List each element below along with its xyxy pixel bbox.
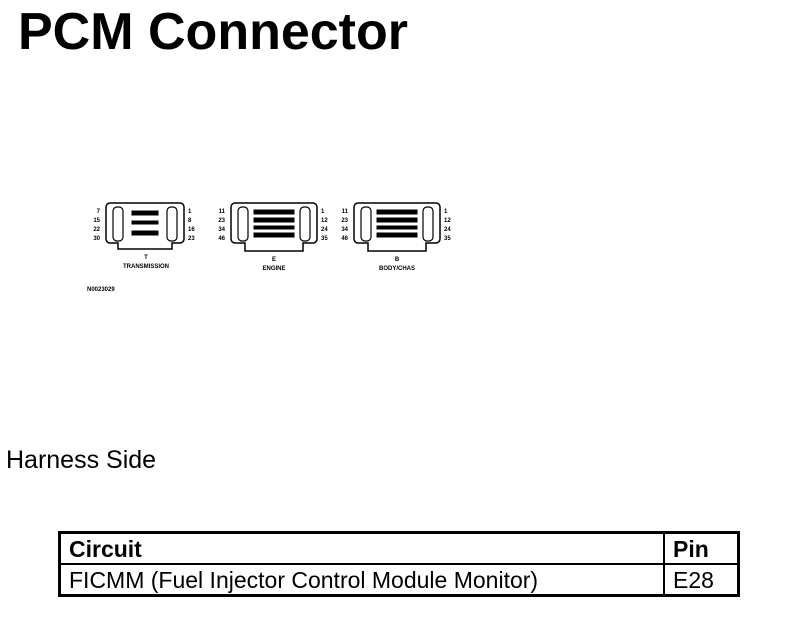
- connector-letter: E: [272, 257, 276, 263]
- pcm-connector-diagram: 7 15 22 30 1 8 16 23 T TRANSMISSION 11 2…: [87, 202, 451, 293]
- pin-label: 12: [444, 218, 451, 224]
- pin-label: 22: [93, 227, 100, 233]
- pin-label: 15: [93, 218, 100, 224]
- pin-label: 24: [444, 227, 451, 233]
- connector-body-chassis: 11 23 34 46 1 12 24 35 B BODY/CHAS: [341, 202, 451, 272]
- pin-label: 16: [188, 227, 195, 233]
- pin-label: 12: [321, 218, 328, 224]
- table-row: FICMM (Fuel Injector Control Module Moni…: [58, 563, 740, 597]
- connector-name: ENGINE: [262, 266, 285, 272]
- harness-side-label: Harness Side: [6, 446, 157, 474]
- pin-label: 34: [218, 227, 225, 233]
- connector-name: TRANSMISSION: [123, 264, 169, 270]
- pin-label: 8: [188, 218, 192, 224]
- pin-label: 11: [342, 209, 349, 215]
- page-title: PCM Connector: [18, 3, 408, 61]
- pin-label: 11: [219, 209, 226, 215]
- pin-label: 23: [341, 218, 348, 224]
- pin-label: 46: [218, 236, 225, 242]
- pin-label: 1: [321, 209, 325, 215]
- connector-engine: 11 23 34 46 1 12 24 35 E ENGINE: [218, 202, 328, 272]
- connector-letter: B: [395, 257, 400, 263]
- pin-label: 7: [97, 209, 101, 215]
- pin-label: 1: [444, 209, 448, 215]
- connector-name: BODY/CHAS: [379, 266, 415, 272]
- pin-label: 35: [444, 236, 451, 242]
- pin-label: 46: [341, 236, 348, 242]
- header-pin: Pin: [663, 531, 740, 565]
- cell-pin: E28: [663, 563, 740, 597]
- pin-label: 1: [188, 209, 192, 215]
- figure-id: N0023029: [87, 287, 115, 293]
- table-header-row: Circuit Pin: [58, 531, 740, 565]
- connector-transmission: 7 15 22 30 1 8 16 23 T TRANSMISSION: [93, 202, 195, 270]
- pin-label: 35: [321, 236, 328, 242]
- pin-label: 23: [218, 218, 225, 224]
- pin-label: 23: [188, 236, 195, 242]
- circuit-pin-table: Circuit Pin FICMM (Fuel Injector Control…: [58, 531, 740, 597]
- cell-circuit: FICMM (Fuel Injector Control Module Moni…: [58, 563, 665, 597]
- pin-label: 30: [93, 236, 100, 242]
- pin-label: 34: [341, 227, 348, 233]
- header-circuit: Circuit: [58, 531, 665, 565]
- pin-label: 24: [321, 227, 328, 233]
- connector-letter: T: [144, 255, 148, 261]
